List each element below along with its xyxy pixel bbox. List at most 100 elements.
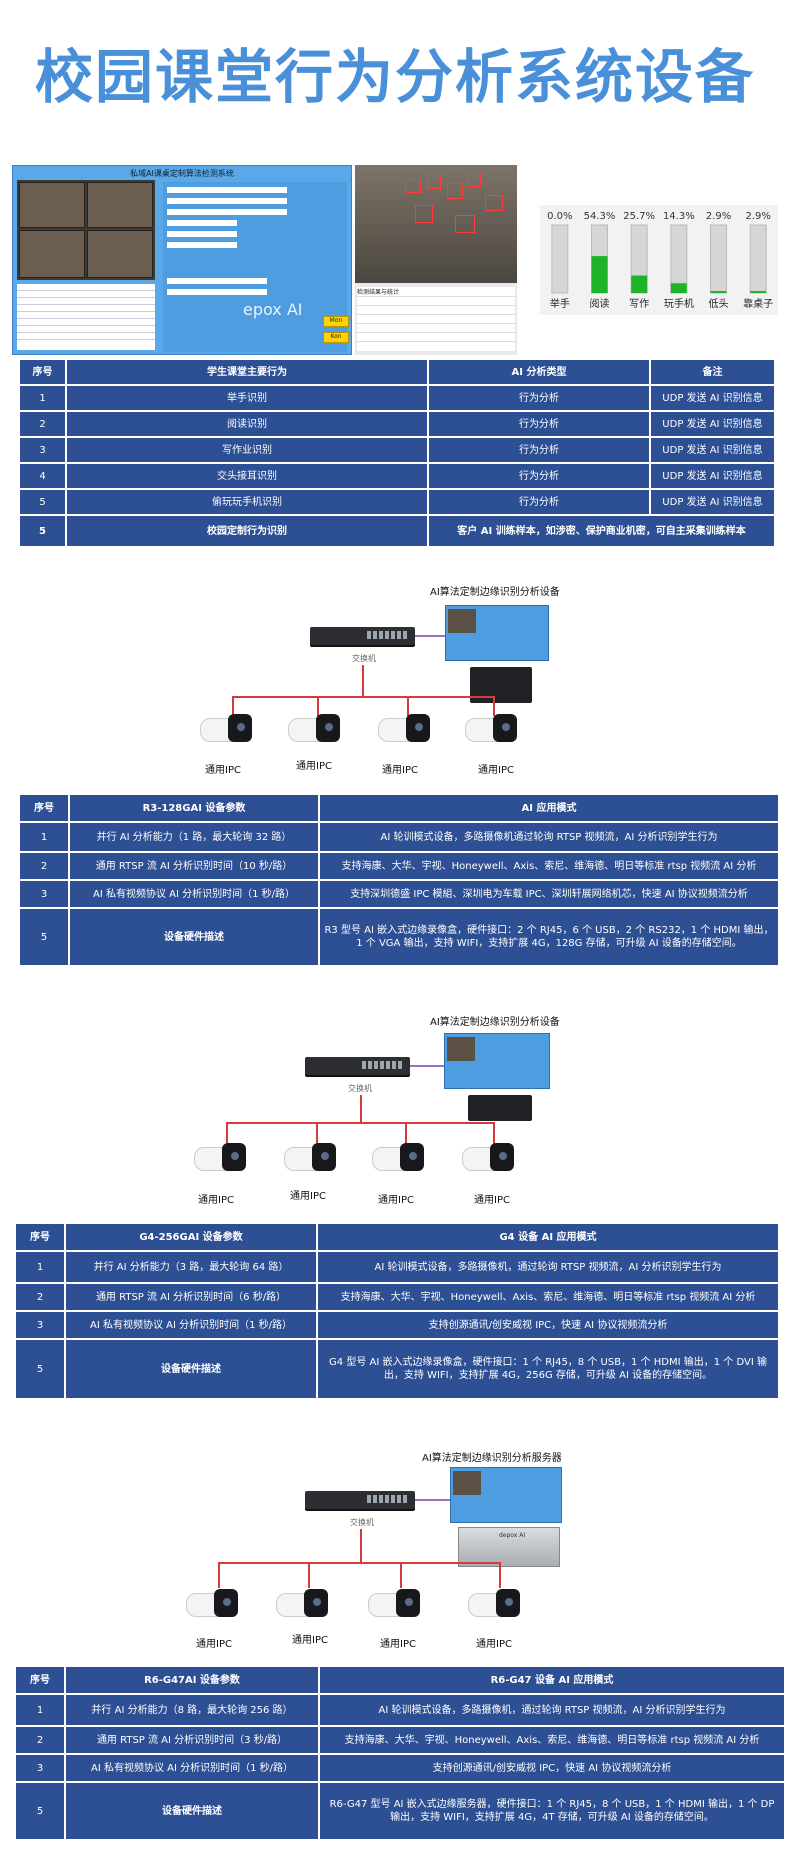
topology-diagram-1: AI算法定制边缘识别分析设备 交换机 通用IPC 通用IPC 通用IPC 通用I… <box>0 575 790 780</box>
bar-category-label: 举手 <box>550 297 570 310</box>
topology-diagram-2: AI算法定制边缘识别分析设备 交换机 通用IPC 通用IPC 通用IPC 通用I… <box>0 1005 790 1210</box>
bar-fill <box>591 256 608 293</box>
logo: epox AI <box>243 300 303 319</box>
camera-label: 通用IPC <box>378 1195 414 1206</box>
video-grid <box>17 180 155 280</box>
camera-icon <box>368 1585 426 1623</box>
bar-value-label: 2.9% <box>706 211 731 222</box>
th-no: 序号 <box>20 360 65 384</box>
bar-category-label: 写作 <box>629 298 649 310</box>
kon-button[interactable]: Kon <box>323 332 349 343</box>
camera-label: 通用IPC <box>478 765 514 776</box>
settings-form <box>163 182 347 352</box>
camera-icon <box>288 710 346 748</box>
camera-detection-screenshot: 检测结果与统计 <box>355 165 517 355</box>
camera-label: 通用IPC <box>198 1195 234 1206</box>
analysis-software-thumb <box>444 1033 550 1089</box>
camera-icon <box>194 1139 252 1177</box>
diagram-title: AI算法定制边缘识别分析服务器 <box>422 1453 562 1464</box>
edge-server: depox AI <box>458 1527 560 1567</box>
camera-icon <box>276 1585 334 1623</box>
bar-value-label: 54.3% <box>584 211 616 222</box>
th-behavior: 学生课堂主要行为 <box>67 360 427 384</box>
th-note: 备注 <box>651 360 774 384</box>
camera-label: 通用IPC <box>205 765 241 776</box>
topology-diagram-3: AI算法定制边缘识别分析服务器 交换机 depox AI 通用IPC 通用IPC… <box>0 1445 790 1650</box>
th-type: AI 分析类型 <box>429 360 649 384</box>
result-table: 检测结果与统计 <box>357 287 515 351</box>
switch-label: 交换机 <box>350 1518 374 1527</box>
detection-list <box>17 284 155 350</box>
camera-label: 通用IPC <box>296 761 332 772</box>
bar-track <box>551 224 569 294</box>
diagram-title: AI算法定制边缘识别分析设备 <box>430 1017 560 1028</box>
switch-label: 交换机 <box>352 654 376 663</box>
camera-icon <box>378 710 436 748</box>
behavior-bar-chart: 0.0% 举手 54.3% 阅读 25.7% 写作 14.3% 玩手机 2.9% 低头 2.9% 靠桌… <box>540 205 778 315</box>
bar-track <box>710 224 727 294</box>
table-row: 5 校园定制行为识别 客户 AI 训练样本，如涉密、保护商业机密，可自主采集训练… <box>20 516 774 546</box>
camera-label: 通用IPC <box>196 1639 232 1650</box>
software-title: 私域AI课桌定制算法检测系统 <box>130 169 234 178</box>
bar-chart-svg: 0.0% 举手 54.3% 阅读 25.7% 写作 14.3% 玩手机 2.9% 低头 2.9% 靠桌… <box>547 211 773 310</box>
switch-label: 交换机 <box>348 1084 372 1093</box>
bar-value-label: 14.3% <box>663 211 695 222</box>
network-switch <box>305 1057 410 1075</box>
bar-track <box>670 224 688 294</box>
bar-category-label: 低头 <box>709 297 729 310</box>
classroom-scene <box>355 165 517 283</box>
camera-icon <box>372 1139 430 1177</box>
camera-label: 通用IPC <box>290 1191 326 1202</box>
bar-category-label: 玩手机 <box>664 297 694 310</box>
camera-icon <box>200 710 258 748</box>
bar-fill <box>631 275 648 293</box>
camera-icon <box>462 1139 520 1177</box>
bar-fill <box>670 283 687 293</box>
network-switch <box>305 1491 415 1509</box>
camera-label: 通用IPC <box>292 1635 328 1646</box>
bar-value-label: 0.0% <box>547 211 572 222</box>
camera-icon <box>465 710 523 748</box>
analysis-software-thumb <box>450 1467 562 1523</box>
camera-label: 通用IPC <box>382 765 418 776</box>
bar-category-label: 阅读 <box>590 297 610 310</box>
software-screenshot: 私域AI课桌定制算法检测系统 epox AI Mon Kon <box>12 165 352 355</box>
bar-value-label: 25.7% <box>623 211 655 222</box>
bar-category-label: 靠桌子 <box>743 297 773 310</box>
camera-label: 通用IPC <box>380 1639 416 1650</box>
edge-box-device <box>468 1095 532 1121</box>
network-switch <box>310 627 415 645</box>
camera-label: 通用IPC <box>474 1195 510 1206</box>
bar-track <box>749 224 767 294</box>
analysis-software-thumb <box>445 605 549 661</box>
bar-value-label: 2.9% <box>745 211 770 222</box>
camera-icon <box>186 1585 244 1623</box>
page-title: 校园课堂行为分析系统设备 <box>34 43 755 111</box>
camera-icon <box>284 1139 342 1177</box>
camera-label: 通用IPC <box>476 1639 512 1650</box>
camera-icon <box>468 1585 526 1623</box>
mon-button[interactable]: Mon <box>323 316 349 327</box>
diagram-title: AI算法定制边缘识别分析设备 <box>430 587 560 598</box>
